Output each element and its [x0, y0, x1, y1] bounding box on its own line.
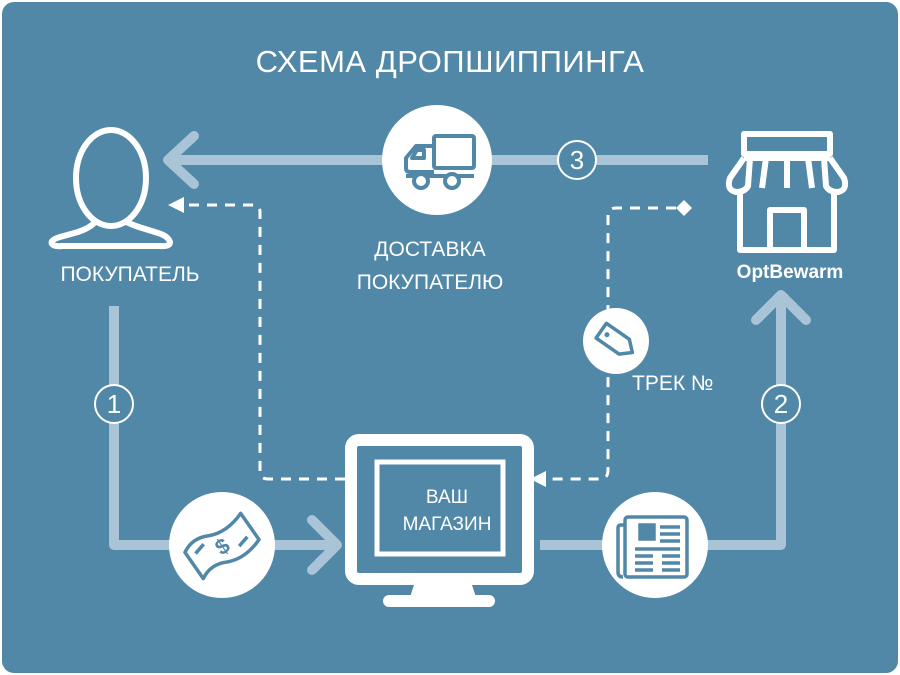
supplier-label: OptBewarm [736, 262, 844, 283]
delivery-circle [382, 105, 492, 215]
tracking-circle [583, 308, 649, 374]
info-arrowhead [168, 197, 184, 213]
tracking-start-diamond [676, 200, 692, 216]
person-icon [48, 127, 173, 250]
delivery-label-line1: ДОСТАВКА [374, 238, 486, 261]
storefront-icon [725, 131, 849, 253]
document-icon [616, 515, 689, 579]
delivery-label: ДОСТАВКА ПОКУПАТЕЛЮ [330, 233, 530, 299]
delivery-label-line2: ПОКУПАТЕЛЮ [356, 271, 504, 294]
info-dashed-line [182, 203, 345, 481]
page-title: СХЕМА ДРОПШИППИНГА [255, 44, 645, 79]
truck-icon [404, 134, 476, 190]
your-store-label-line1: ВАШ [425, 487, 469, 508]
tracking-label: ТРЕК № [632, 372, 714, 395]
tracking-arrowhead [530, 471, 546, 487]
step-3-badge: 3 [557, 140, 597, 180]
step-2-badge: 2 [761, 384, 801, 424]
your-store-label-line2: МАГАЗИН [402, 514, 492, 535]
payment-circle [169, 492, 275, 598]
your-store-label: ВАШ МАГАЗИН [372, 484, 522, 538]
buyer-label: ПОКУПАТЕЛЬ [60, 263, 200, 286]
step-1-badge: 1 [94, 384, 134, 424]
tag-icon [594, 321, 635, 356]
monitor-icon [345, 434, 534, 607]
